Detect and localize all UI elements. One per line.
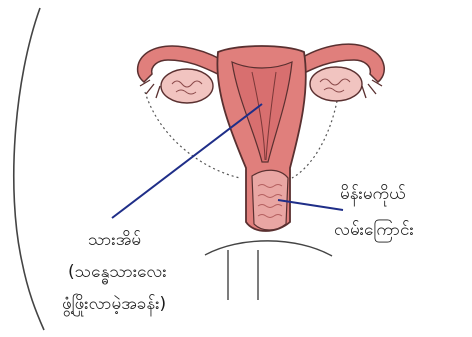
uterus-label-line1: သားအိမ် [88,232,141,249]
fimbriae-left [140,80,160,98]
pelvic-floor-line [205,241,332,256]
vagina-label-line2: လမ်းကြောင်း [334,222,414,239]
uterus-label-line2: (သန္ဓေသားလေး [68,264,167,281]
ovary-left [161,69,213,103]
uterus-label-line3: ဖွံ့ဖြိုးလာမဲ့အခန်း) [62,296,166,313]
vagina-label-line1: မိန်းမကိုယ် [340,186,406,203]
ovary-right [310,67,362,101]
body-outline-left [14,8,44,330]
fimbriae-right [362,80,382,98]
uterus-pointer-line [112,104,262,218]
